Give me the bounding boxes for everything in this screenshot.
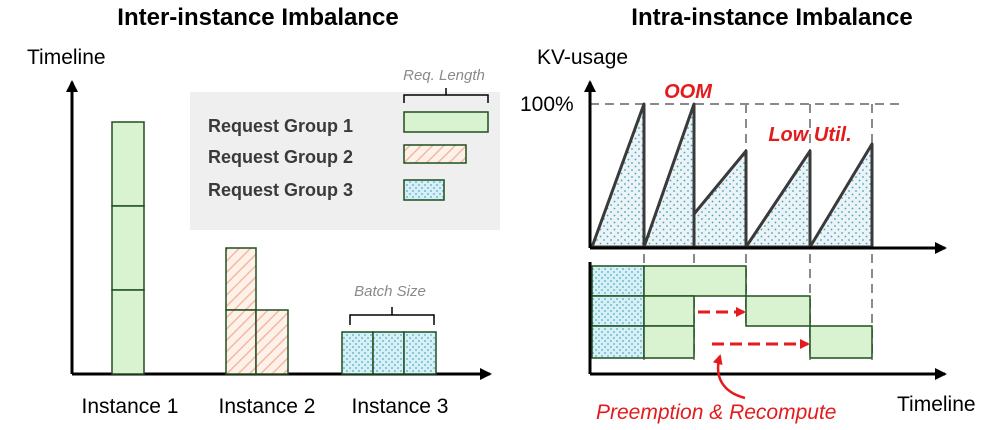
instance-1-block: [111, 121, 145, 207]
schedule-block-green: [643, 265, 747, 297]
instance-2-label: Instance 2: [219, 395, 316, 418]
schedule-block-green: [809, 325, 873, 359]
low-util-label: Low Util.: [768, 124, 851, 146]
instance-3-stack: [341, 331, 437, 375]
batch-size-label: Batch Size: [354, 283, 426, 300]
legend-label-group-3: Request Group 3: [208, 180, 353, 200]
instance-1-stack: [111, 121, 145, 375]
preemption-label: Preemption & Recompute: [596, 401, 836, 424]
instance-3-block: [341, 331, 374, 375]
instance-1-label: Instance 1: [82, 395, 179, 418]
instance-3-block: [403, 331, 437, 375]
schedule-block-blue: [591, 325, 645, 359]
kv-usage-segment: [590, 102, 646, 249]
y-tick-100: 100%: [520, 93, 574, 116]
legend-swatch-group-3: [403, 179, 445, 201]
instance-3-label: Instance 3: [352, 395, 449, 418]
legend-label-group-1: Request Group 1: [208, 116, 353, 136]
legend-label-group-2: Request Group 2: [208, 147, 353, 167]
right-panel-title: Intra-instance Imbalance: [631, 4, 912, 31]
kv-usage-segment: [642, 102, 696, 249]
instance-1-block: [111, 289, 145, 375]
right-x-axis-label: Timeline: [897, 393, 976, 416]
req-length-label: Req. Length: [403, 67, 485, 84]
req-length-bracket: [403, 88, 489, 103]
schedule-block-blue: [591, 295, 645, 327]
schedule-block-green: [745, 295, 811, 327]
instance-2-block: [255, 309, 289, 375]
instance-2-block: [225, 247, 257, 311]
oom-label: OOM: [664, 81, 713, 103]
schedule-blocks: [591, 265, 873, 359]
left-panel: Inter-instance Imbalance Timeline Req. L…: [27, 4, 500, 418]
legend-swatch-group-1: [403, 111, 489, 133]
preemption-callout-arrow: [712, 354, 746, 400]
right-panel: Intra-instance Imbalance KV-usage 100% O…: [520, 4, 976, 424]
kv-usage-segment: [744, 149, 812, 249]
instance-2-block: [225, 309, 257, 375]
instance-1-block: [111, 205, 145, 291]
right-y-axis-label: KV-usage: [537, 46, 628, 69]
batch-size-bracket: [349, 307, 435, 325]
schedule-block-green: [643, 325, 695, 359]
schedule-block-green: [643, 295, 695, 327]
kv-usage-segment: [692, 149, 748, 249]
instance-2-stack: [225, 247, 289, 375]
left-panel-title: Inter-instance Imbalance: [117, 4, 398, 31]
schedule-block-blue: [591, 265, 645, 297]
left-y-axis-label: Timeline: [27, 46, 106, 69]
instance-3-block: [372, 331, 405, 375]
legend-swatch-group-2: [403, 144, 467, 164]
kv-usage-segment: [808, 142, 874, 249]
